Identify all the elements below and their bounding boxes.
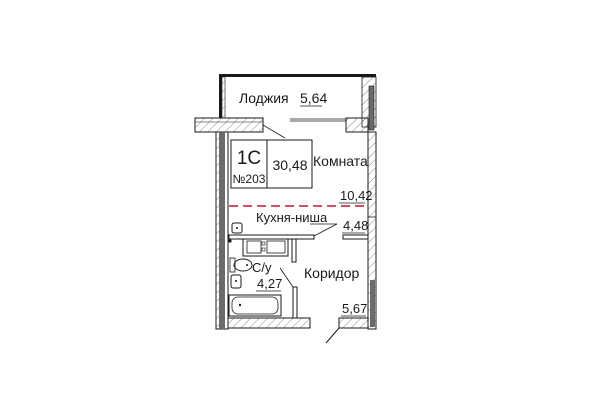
loggia: [219, 74, 377, 131]
exterior-wall-top: [194, 117, 369, 139]
apartment-info-box: [230, 139, 313, 189]
room-name-kitchen: Кухня-ниша: [256, 210, 328, 225]
room-name-corridor: Коридор: [304, 265, 360, 281]
washbasin-icon: [230, 274, 242, 289]
room-area-bathroom: 4,27: [257, 276, 282, 291]
room-area-corridor: 5,67: [342, 301, 367, 316]
room-area-kitchen: 4,48: [343, 218, 368, 233]
left-wall: [215, 131, 229, 330]
total-area: 30,48: [272, 157, 307, 173]
apartment-type: 1С: [237, 148, 261, 169]
bathtub-icon: [228, 294, 282, 317]
bottom-wall: [227, 317, 369, 344]
kitchen-counter: [228, 222, 369, 257]
toilet-icon: [229, 257, 253, 273]
room-name-komnata: Комната: [313, 153, 368, 169]
bathroom-partition: [279, 238, 298, 319]
room-name-loggia: Лоджия: [239, 90, 289, 106]
room-area-komnata: 10,42: [340, 188, 373, 203]
apartment-number: №203: [233, 172, 266, 186]
right-wall: [367, 131, 377, 330]
room-area-loggia: 5,64: [300, 90, 327, 106]
room-name-bathroom: С/у: [252, 260, 272, 275]
